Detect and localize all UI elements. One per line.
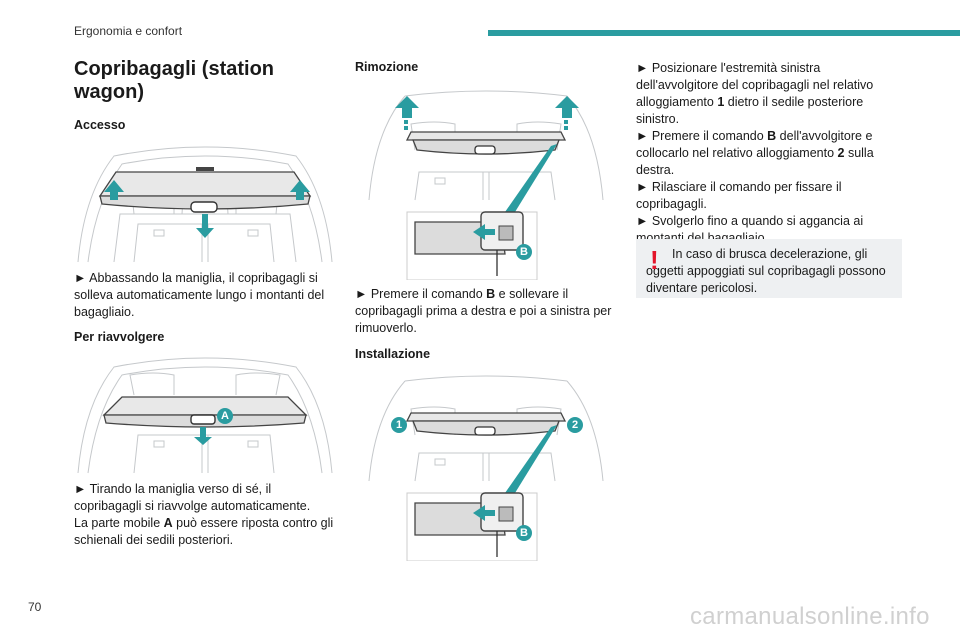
watermark: carmanualsonline.info bbox=[690, 603, 930, 630]
callout-2: 2 bbox=[567, 417, 583, 433]
heading-removal: Rimozione bbox=[355, 60, 419, 74]
running-header: Ergonomia e confort bbox=[74, 24, 183, 38]
install-step-2: ► Premere il comando B dell'avvolgitore … bbox=[636, 129, 874, 177]
column-left: Copribagagli (station wagon) Accesso bbox=[74, 58, 336, 134]
callout-a: A bbox=[217, 408, 233, 424]
figure-removal bbox=[368, 90, 604, 280]
callout-b-installation: B bbox=[516, 525, 532, 541]
install-step-1: ► Posizionare l'estremità sinistra dell'… bbox=[636, 61, 874, 126]
figure-installation bbox=[368, 375, 604, 561]
figure-roll-up bbox=[77, 357, 333, 474]
page-title: Copribagagli (station wagon) bbox=[74, 58, 274, 103]
removal-instruction: ► Premere il comando B e sollevare il co… bbox=[355, 287, 612, 335]
page-number: 70 bbox=[28, 600, 42, 614]
heading-installation: Installazione bbox=[355, 347, 431, 361]
heading-roll-up: Per riavvolgere bbox=[74, 330, 165, 344]
warning-note: In caso di brusca decelerazione, gli ogg… bbox=[636, 239, 902, 298]
warning-icon: ! bbox=[650, 245, 659, 275]
roll-up-text-block: ► Tirando la maniglia verso di sé, il co… bbox=[74, 481, 336, 549]
column-right: ► Posizionare l'estremità sinistra dell'… bbox=[636, 60, 904, 247]
roll-up-instruction: ► Tirando la maniglia verso di sé, il co… bbox=[74, 482, 311, 513]
callout-b-removal: B bbox=[516, 244, 532, 260]
column-middle: Rimozione bbox=[355, 59, 617, 76]
warning-text: In caso di brusca decelerazione, gli ogg… bbox=[646, 247, 886, 295]
callout-1: 1 bbox=[391, 417, 407, 433]
access-instruction: ► Abbassando la maniglia, il copribagagl… bbox=[74, 271, 325, 319]
figure-access bbox=[77, 146, 333, 263]
heading-access: Accesso bbox=[74, 118, 126, 132]
roll-up-note: La parte mobile A può essere riposta con… bbox=[74, 516, 334, 547]
install-step-3: ► Rilasciare il comando per fissare il c… bbox=[636, 180, 842, 211]
header-accent-bar bbox=[488, 30, 960, 36]
removal-text-block: ► Premere il comando B e sollevare il co… bbox=[355, 286, 617, 363]
access-text-block: ► Abbassando la maniglia, il copribagagl… bbox=[74, 270, 336, 346]
